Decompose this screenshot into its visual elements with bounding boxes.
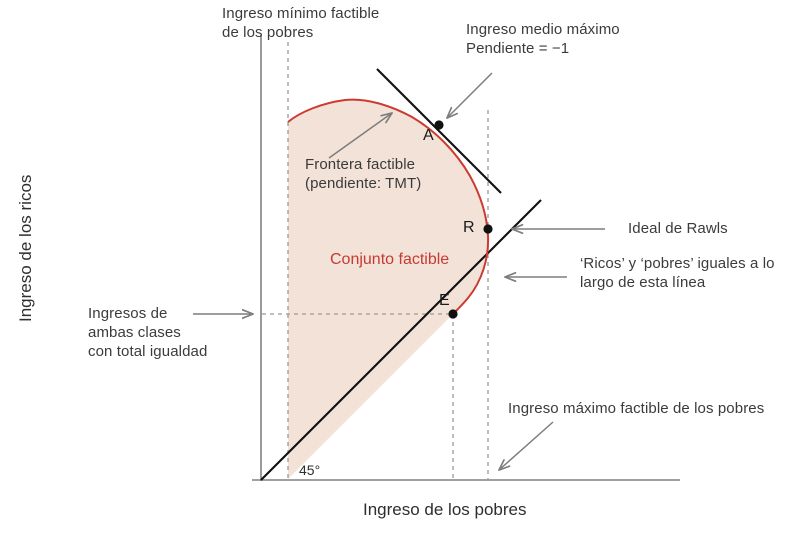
point-e-label: E (439, 292, 450, 309)
point-e-marker (448, 309, 458, 319)
feasible-set-region-lower (288, 314, 453, 479)
annotation-max-average-income: Ingreso medio máximo Pendiente = −1 (466, 21, 620, 57)
feasible-frontier-curve (287, 98, 490, 315)
annotation-min-income-poor: Ingreso mínimo factible de los pobres (222, 5, 380, 41)
point-r-marker (483, 224, 493, 234)
point-a-label: A (423, 127, 434, 144)
angle-45-label: 45° (299, 462, 321, 478)
annotation-max-income-poor: Ingreso máximo factible de los pobres (508, 400, 765, 417)
x-axis-title: Ingreso de los pobres (363, 500, 527, 519)
arrow-max-poor-income (499, 421, 554, 470)
annotation-rawls-ideal: Ideal de Rawls (628, 220, 728, 237)
point-r-label: R (463, 219, 475, 236)
annotation-feasible-frontier: Frontera factible (pendiente: TMT) (305, 156, 422, 192)
annotation-feasible-set: Conjunto factible (330, 251, 450, 268)
tangent-line-slope-minus-one (376, 68, 502, 194)
annotation-equal-line: ‘Ricos’ y ‘pobres’ iguales a lo largo de… (580, 255, 775, 291)
arrow-feasible-frontier (328, 113, 392, 159)
arrow-max-average-income (447, 72, 493, 118)
point-a-marker (434, 120, 444, 130)
annotation-equal-incomes: Ingresos de ambas clases con total igual… (88, 305, 208, 360)
y-axis-title: Ingreso de los ricos (16, 174, 35, 322)
feasible-set-region (288, 99, 489, 314)
forty-five-degree-line (260, 199, 542, 481)
